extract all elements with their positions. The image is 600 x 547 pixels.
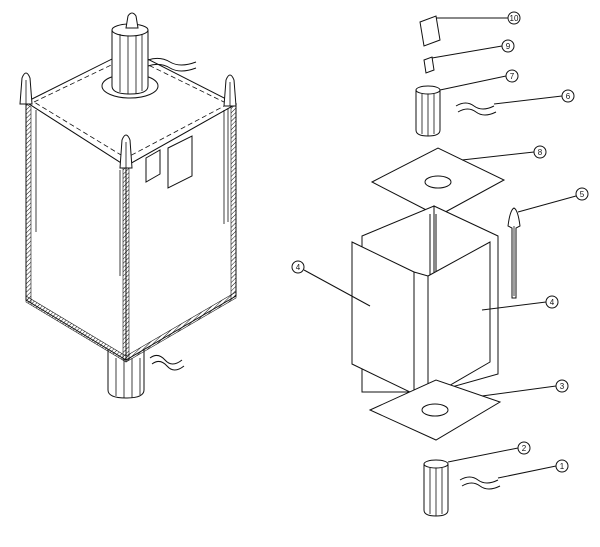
callout-1-label: 1	[560, 462, 565, 471]
part-5-loop	[507, 207, 521, 299]
callout-4-right: 4	[481, 295, 559, 311]
callout-4-left-label: 4	[296, 263, 301, 272]
callout-4-left: 4	[291, 260, 371, 307]
callout-8-label: 8	[538, 148, 543, 157]
callout-2-label: 2	[522, 444, 527, 453]
callout-7: 7	[439, 69, 519, 91]
part-10-document-card	[419, 15, 441, 47]
callout-5-label: 5	[580, 190, 585, 199]
lifting-loops	[19, 12, 237, 169]
callout-4-right-label: 4	[550, 298, 555, 307]
part-1-tie-cord	[459, 476, 501, 490]
callouts: 10 9 7 6 8 5 4	[291, 11, 589, 479]
callout-5: 5	[517, 187, 589, 213]
document-pouches	[145, 135, 193, 189]
part-6-tie-cord	[455, 102, 497, 116]
part-2-bottom-spout	[423, 459, 449, 517]
part-3-bottom-panel	[368, 379, 502, 441]
callout-10: 10	[436, 11, 521, 25]
callout-10-label: 10	[510, 14, 519, 23]
callout-6: 6	[493, 89, 575, 105]
callout-8: 8	[461, 145, 547, 161]
callout-3-label: 3	[560, 382, 565, 391]
exploded-view	[351, 15, 521, 517]
part-9-label	[423, 56, 435, 74]
callout-9: 9	[431, 39, 515, 59]
bag-seams	[25, 103, 237, 363]
callout-3: 3	[481, 379, 569, 397]
part-7-top-spout	[415, 85, 441, 137]
callout-6-label: 6	[566, 92, 571, 101]
callout-7-label: 7	[510, 72, 515, 81]
callout-1: 1	[497, 459, 569, 479]
callout-9-label: 9	[506, 42, 511, 51]
assembled-bag	[19, 12, 238, 399]
part-4-side-panel-right	[427, 241, 491, 399]
callout-2: 2	[447, 441, 531, 463]
part-8-top-panel	[370, 147, 506, 217]
